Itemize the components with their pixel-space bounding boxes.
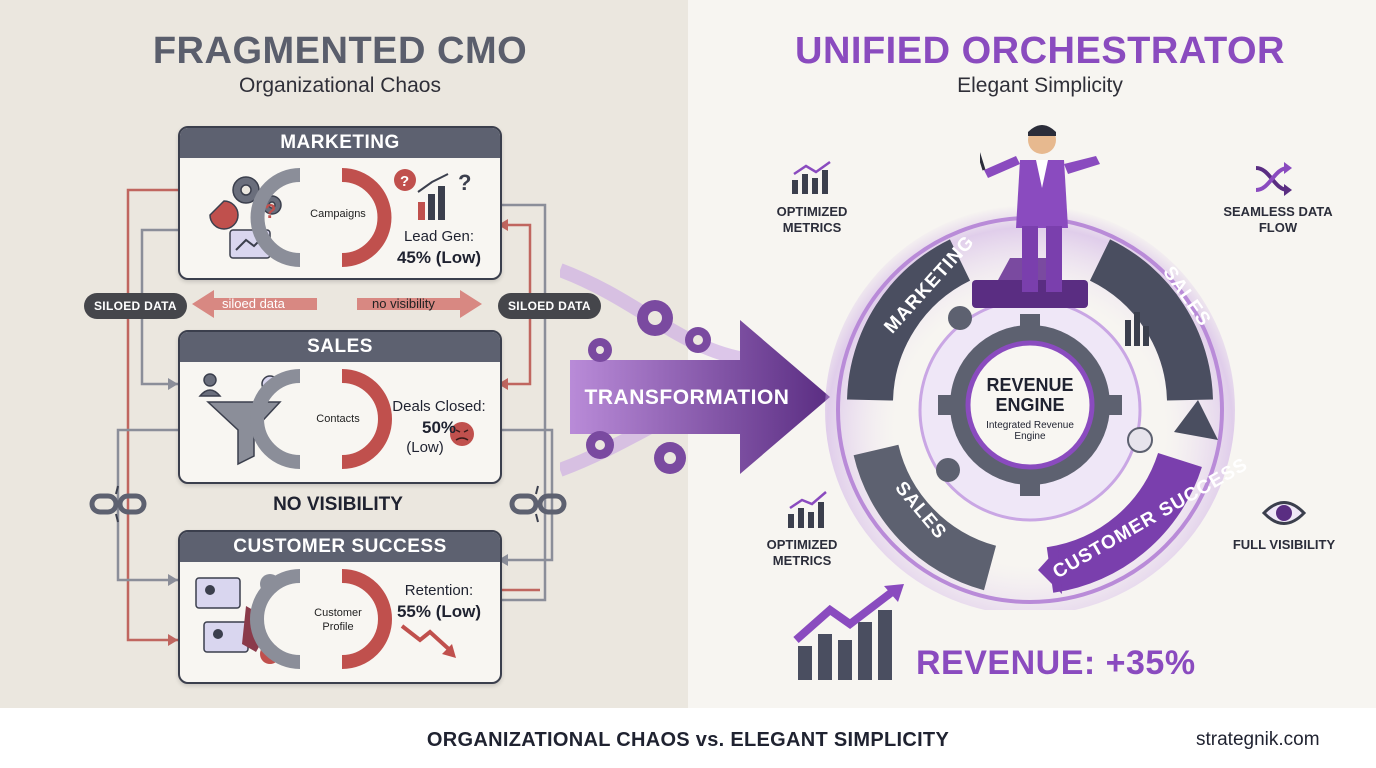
- transformation-label: TRANSFORMATION: [584, 386, 790, 409]
- revenue-growth-chart-icon: [793, 584, 904, 680]
- sales-metric: Deals Closed: 50% (Low): [392, 398, 486, 456]
- right-subtitle: Elegant Simplicity: [957, 74, 1123, 97]
- sales-center-label: Contacts: [316, 413, 360, 425]
- full-visibility-label: FULL VISIBILITY: [1232, 537, 1336, 552]
- marketing-metric: Lead Gen: 45% (Low): [396, 228, 482, 267]
- metrics-chart-icon-top: [792, 160, 831, 194]
- optimized-metrics-top-label: OPTIMIZED METRICS: [776, 204, 848, 236]
- orchestration-ring: [825, 205, 1235, 610]
- metrics-chart-icon-bottom: [788, 491, 827, 528]
- customer-success-metric: Retention: 55% (Low): [396, 582, 482, 621]
- engine-title: REVENUE ENGINE: [986, 375, 1074, 415]
- data-flow-icon: [1255, 162, 1292, 196]
- left-title: FRAGMENTED CMO: [152, 30, 528, 72]
- customer-success-center-label: Customer Profile: [314, 607, 362, 634]
- no-visibility-label: NO VISIBILITY: [273, 494, 403, 515]
- arrow-visibility-text: no visibility: [372, 296, 435, 311]
- svg-text:?: ?: [400, 173, 409, 190]
- svg-text:?: ?: [264, 201, 276, 223]
- arrow-siloed-text: siloed data: [222, 296, 285, 311]
- customer-success-icons: [195, 569, 456, 669]
- transformation-arrow: [560, 263, 830, 477]
- engine-subtitle: Integrated Revenue Engine: [986, 420, 1074, 442]
- seamless-data-flow-label: SEAMLESS DATA FLOW: [1223, 204, 1333, 236]
- marketing-header: MARKETING: [180, 128, 500, 158]
- marketing-icons: ? ? ?: [209, 168, 471, 267]
- conductor-figure: [980, 125, 1100, 292]
- svg-text:?: ?: [458, 170, 471, 195]
- footer-caption: ORGANIZATIONAL CHAOS vs. ELEGANT SIMPLIC…: [426, 729, 950, 751]
- sales-header: SALES: [180, 332, 500, 362]
- right-title: UNIFIED ORCHESTRATOR: [795, 30, 1285, 72]
- sales-icons: [198, 369, 474, 469]
- broken-link-right-icon: [509, 485, 567, 523]
- siloed-data-right-badge: SILOED DATA: [498, 293, 601, 319]
- marketing-center-label: Campaigns: [310, 208, 366, 220]
- footer-bar: [0, 708, 1376, 768]
- left-subtitle: Organizational Chaos: [239, 74, 441, 97]
- optimized-metrics-bottom-label: OPTIMIZED METRICS: [766, 537, 838, 569]
- broken-link-left-icon: [89, 485, 147, 523]
- brand-link[interactable]: strategnik.com: [1196, 729, 1320, 750]
- eye-icon: [1262, 501, 1306, 525]
- revenue-result: REVENUE: +35%: [916, 644, 1196, 682]
- siloed-arrows: [192, 290, 482, 318]
- siloed-data-left-badge: SILOED DATA: [84, 293, 187, 319]
- customer-success-header: CUSTOMER SUCCESS: [180, 532, 500, 562]
